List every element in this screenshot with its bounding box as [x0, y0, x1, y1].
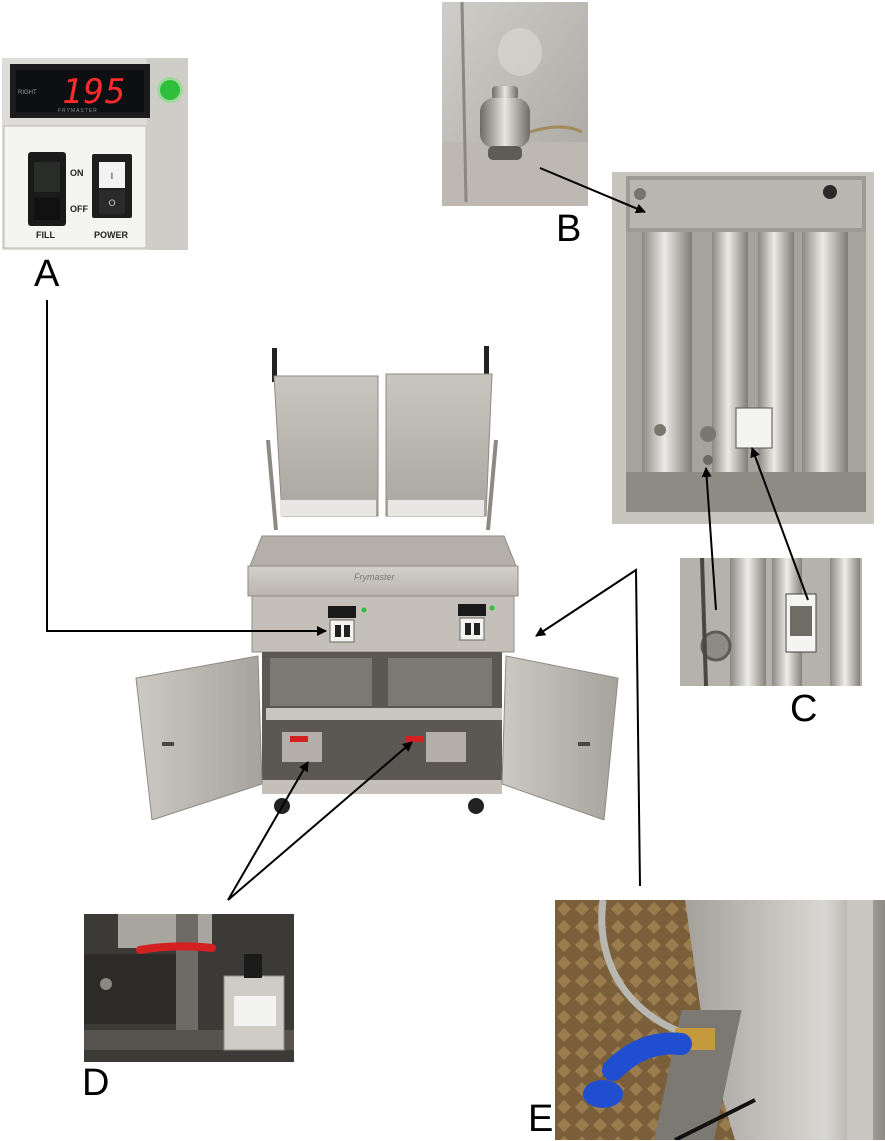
water-fitting-photo — [555, 900, 885, 1140]
temperature-display: 195 — [62, 72, 127, 112]
power-switch-label: POWER — [94, 230, 129, 240]
burner-detail-photo — [680, 558, 862, 686]
leader-d-1 — [227, 761, 309, 901]
fill-on-label: ON — [70, 168, 84, 178]
callout-d: D — [82, 1062, 110, 1104]
leader-e — [535, 568, 641, 887]
controller-panel-photo: I O 195 RIGHT FRYMASTER ON OFF FILL POWE… — [2, 58, 188, 250]
leader-d-2 — [227, 741, 413, 901]
fill-off-label: OFF — [70, 204, 88, 214]
callout-e: E — [528, 1098, 554, 1140]
leader-c-2 — [750, 447, 809, 601]
brand-plate: Frymaster — [354, 572, 395, 582]
leader-c-1 — [701, 467, 717, 611]
svg-text:I: I — [111, 172, 114, 182]
gas-valve-photo — [84, 914, 294, 1062]
fryer-photo: Frymaster — [132, 340, 622, 820]
leader-a — [46, 300, 327, 636]
burner-tube-photo — [612, 172, 874, 524]
fill-switch-label: FILL — [36, 230, 55, 240]
callout-b: B — [556, 208, 582, 250]
power-led-icon — [160, 80, 180, 100]
callout-c: C — [790, 688, 818, 730]
display-side-label: RIGHT — [18, 90, 37, 96]
svg-text:O: O — [108, 199, 115, 209]
callout-a: A — [34, 253, 60, 295]
display-brand-footer: FRYMASTER — [58, 108, 98, 114]
float-switch-photo — [442, 2, 588, 206]
leader-b — [539, 167, 646, 214]
